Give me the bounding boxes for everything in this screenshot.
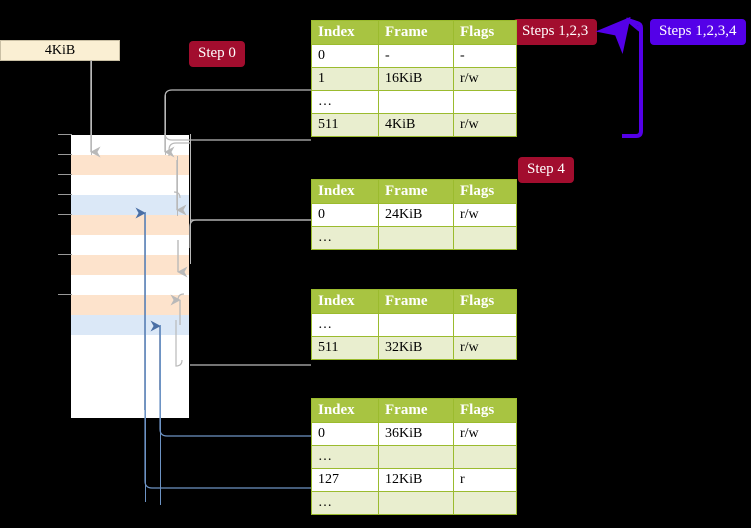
memory-block-4kib: 4KiB	[0, 40, 120, 61]
memory-frame-tick	[58, 194, 72, 195]
bracket-steps-1-2-3-4	[622, 17, 643, 138]
wire-grid-row1-right	[168, 142, 190, 156]
cell-flags: -	[453, 44, 517, 68]
column-header-index: Index	[311, 20, 379, 45]
memory-frame-tick	[58, 154, 72, 155]
cell-flags: r/w	[453, 67, 517, 91]
guide-line	[145, 212, 146, 502]
memory-frame-tick	[58, 134, 72, 135]
cell-flags: r/w	[453, 336, 517, 360]
cell-index: 0	[311, 422, 379, 446]
column-header-frame: Frame	[378, 289, 454, 314]
wire-pdpt-curve	[173, 191, 181, 199]
wire-pt-36kib	[159, 380, 311, 437]
badge-step-0: Step 0	[189, 41, 245, 67]
column-header-flags: Flags	[453, 179, 517, 204]
column-header-frame: Frame	[378, 398, 454, 423]
cell-index: …	[311, 445, 379, 469]
cell-flags	[453, 90, 517, 114]
table-header-row: Index Frame Flags	[311, 179, 517, 204]
wire-pt-12kib	[144, 400, 311, 489]
guide-line	[165, 95, 166, 155]
cell-flags	[453, 491, 517, 515]
cell-flags: r/w	[453, 113, 517, 137]
wire-pd-return	[175, 320, 183, 367]
cell-index: 511	[311, 113, 379, 137]
column-header-index: Index	[311, 289, 379, 314]
guide-line	[190, 134, 191, 264]
table-header-row: Index Frame Flags	[311, 289, 517, 314]
table-row: …	[311, 491, 517, 515]
cell-frame	[378, 226, 454, 250]
wire-pdpt-back	[189, 219, 311, 248]
wire-pml4-entry-loop	[164, 89, 311, 141]
table-header-row: Index Frame Flags	[311, 20, 517, 45]
column-header-flags: Flags	[453, 20, 517, 45]
badge-step-4: Step 4	[518, 157, 574, 183]
cell-frame	[378, 491, 454, 515]
cell-flags	[453, 445, 517, 469]
memory-frame-tick	[58, 214, 72, 215]
table-row: …	[311, 226, 517, 250]
guide-line	[91, 60, 92, 155]
cell-index: …	[311, 226, 379, 250]
cell-index: 511	[311, 336, 379, 360]
guide-line	[160, 325, 161, 505]
memory-frame-tick	[58, 254, 72, 255]
wire-pd-curve	[177, 293, 185, 301]
cell-frame: 32KiB	[378, 336, 454, 360]
memory-frame-tick	[58, 174, 72, 175]
cell-frame: 4KiB	[378, 113, 454, 137]
bracket-arrow-head	[595, 16, 642, 55]
cell-index: …	[311, 491, 379, 515]
guide-line	[177, 156, 178, 216]
memory-block-label: 4KiB	[44, 42, 76, 58]
cell-flags: r/w	[453, 203, 517, 227]
cell-frame: 12KiB	[378, 468, 454, 492]
column-header-frame: Frame	[378, 179, 454, 204]
cell-flags	[453, 226, 517, 250]
badge-steps-1-2-3: Steps 1,2,3	[513, 19, 598, 45]
memory-frame-tick	[58, 294, 72, 295]
badge-steps-1-2-3-4: Steps 1,2,3,4	[650, 19, 746, 45]
